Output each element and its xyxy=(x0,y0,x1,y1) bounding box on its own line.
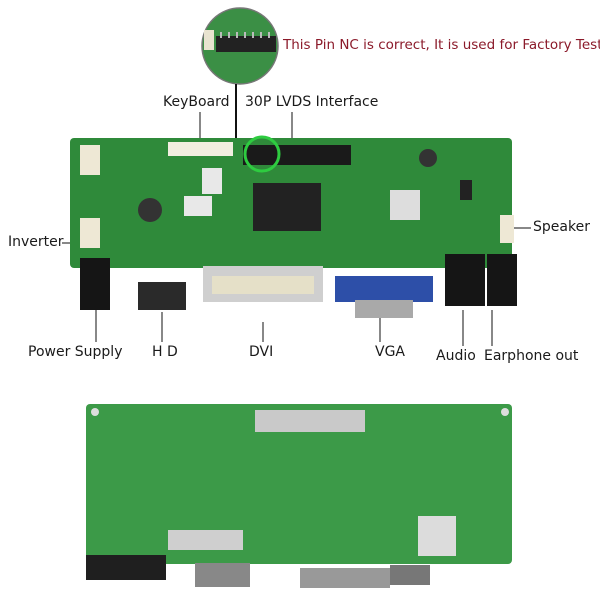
label-audio: Audio xyxy=(436,348,476,364)
audio-jack xyxy=(445,254,485,306)
label-inverter: Inverter xyxy=(8,234,64,250)
bottom-board xyxy=(86,404,512,588)
label-lvds-interface: 30P LVDS Interface xyxy=(245,94,379,110)
label-speaker: Speaker xyxy=(533,219,590,235)
label-earphone-out: Earphone out xyxy=(484,348,579,364)
label-hdmi: H D xyxy=(152,344,178,360)
hdmi-port xyxy=(138,282,186,310)
label-dvi: DVI xyxy=(249,344,274,360)
label-power-supply: Power Supply xyxy=(28,344,123,360)
vga-port xyxy=(335,276,433,302)
earphone-jack xyxy=(487,254,517,306)
top-board xyxy=(70,135,517,318)
leader-lines xyxy=(62,84,531,346)
label-vga: VGA xyxy=(375,344,406,360)
factory-test-note: This Pin NC is correct, It is used for F… xyxy=(283,37,600,53)
label-keyboard: KeyBoard xyxy=(163,94,230,110)
power-jack xyxy=(80,258,110,310)
pin-zoom-inset xyxy=(201,7,279,85)
